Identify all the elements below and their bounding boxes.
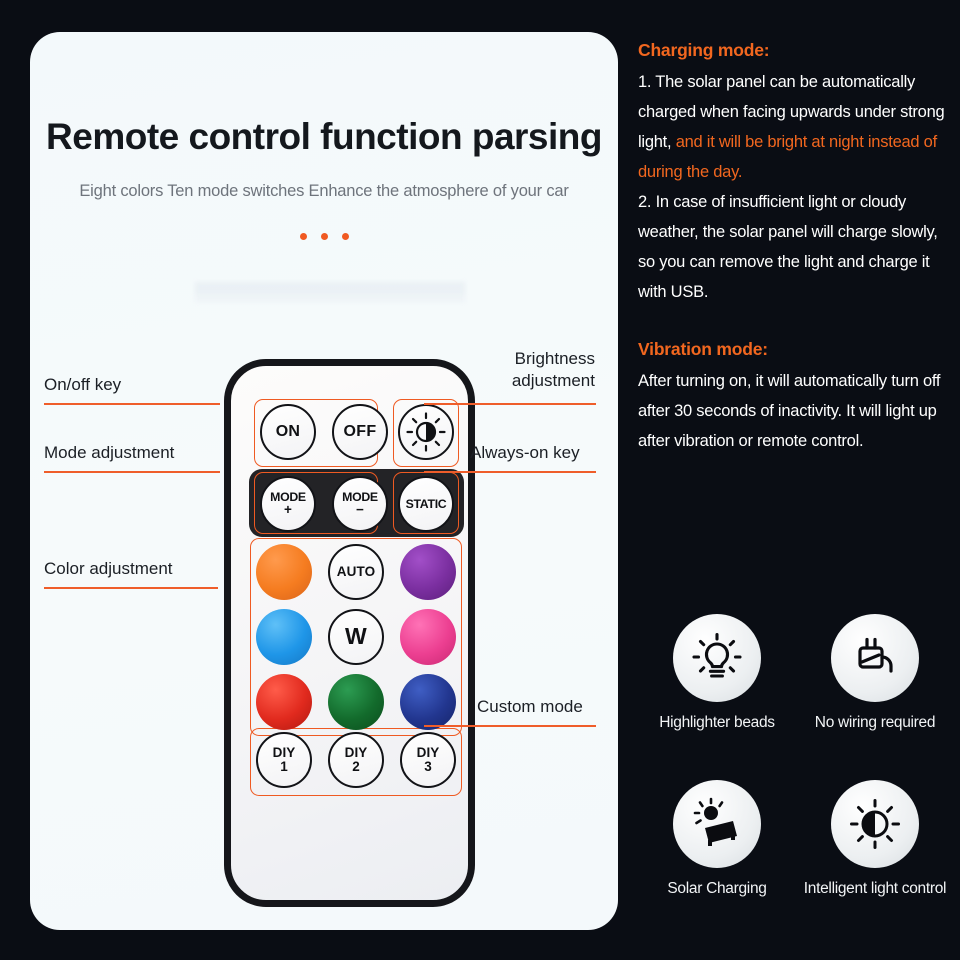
- callout-line-custom-mode: [424, 725, 596, 727]
- callout-label-always-on-key: Always-on key: [470, 443, 580, 462]
- button-diy-3-label: DIY: [416, 745, 440, 761]
- feature-caption: No wiring required: [814, 714, 936, 731]
- group-outline-brightness: [393, 399, 459, 467]
- button-static-label: STATIC: [405, 496, 447, 511]
- callout-label-color-adjustment: Color adjustment: [44, 559, 173, 578]
- button-diy-2-label: DIY: [344, 745, 368, 761]
- button-mode-plus-sign: +: [284, 502, 292, 518]
- vibration-mode-heading: Vibration mode:: [638, 339, 768, 360]
- lightbulb-icon: [692, 632, 742, 678]
- button-color-orange[interactable]: [256, 544, 312, 600]
- button-white[interactable]: W: [328, 609, 384, 665]
- button-diy-3[interactable]: DIY 3: [400, 732, 456, 788]
- button-white-label: W: [344, 623, 367, 650]
- charging-mode-paragraph-1: 1. The solar panel can be automatically …: [638, 67, 950, 187]
- feature-row-1: Highlighter beads No wiring required: [638, 614, 954, 732]
- brightness-sun-icon: [406, 412, 446, 452]
- feature-highlighter-beads: Highlighter beads: [638, 614, 796, 732]
- feature-no-wiring-required: No wiring required: [796, 614, 954, 732]
- button-off[interactable]: OFF: [332, 404, 388, 460]
- charging-p1-orange: and it will be bright at night instead o…: [638, 133, 937, 182]
- button-diy-2[interactable]: DIY 2: [328, 732, 384, 788]
- button-diy-1-label: DIY: [272, 745, 296, 761]
- button-diy-3-number: 3: [424, 759, 432, 774]
- button-color-purple[interactable]: [400, 544, 456, 600]
- faded-text-artifact: [195, 282, 465, 308]
- feature-icon-grid: Highlighter beads No wiring required: [638, 614, 954, 898]
- button-mode-minus-label: MODE: [342, 489, 378, 504]
- button-auto[interactable]: AUTO: [328, 544, 384, 600]
- button-color-pink[interactable]: [400, 609, 456, 665]
- button-diy-1[interactable]: DIY 1: [256, 732, 312, 788]
- button-mode-plus-label: MODE: [270, 489, 306, 504]
- callout-line-mode-adjustment: [44, 471, 220, 473]
- charging-p1-white: 1. The solar panel can be automatically …: [638, 73, 945, 152]
- button-auto-label: AUTO: [336, 564, 376, 580]
- button-color-blue[interactable]: [256, 609, 312, 665]
- feature-row-2: Solar Charging: [638, 780, 954, 898]
- feature-circle: [831, 780, 919, 868]
- button-on-label: ON: [275, 422, 301, 440]
- button-diy-1-number: 1: [280, 759, 288, 774]
- callout-line-brightness-adjustment: [424, 403, 596, 405]
- page-title: Remote control function parsing: [46, 116, 602, 157]
- callout-label-mode-adjustment: Mode adjustment: [44, 443, 175, 462]
- remote-overview-card: Remote control function parsing Eight co…: [30, 32, 618, 930]
- callout-line-on-off-key: [44, 403, 220, 405]
- remote-control-body: ON OFF: [224, 359, 475, 907]
- callout-brightness-line1: Brightness: [514, 349, 595, 368]
- callout-line-color-adjustment: [44, 587, 218, 589]
- charging-mode-paragraph-2: 2. In case of insufficient light or clou…: [638, 193, 938, 302]
- feature-caption: Solar Charging: [667, 880, 767, 897]
- button-color-red[interactable]: [256, 674, 312, 730]
- feature-caption: Intelligent light control: [803, 880, 947, 897]
- unplugged-plug-icon: [858, 637, 893, 673]
- description-panel: Charging mode: 1. The solar panel can be…: [638, 40, 950, 456]
- button-brightness[interactable]: [398, 404, 454, 460]
- button-color-navy[interactable]: [400, 674, 456, 730]
- feature-circle: [673, 614, 761, 702]
- button-static[interactable]: STATIC: [398, 476, 454, 532]
- button-on[interactable]: ON: [260, 404, 316, 460]
- feature-caption: Highlighter beads: [659, 714, 775, 731]
- feature-circle: [831, 614, 919, 702]
- button-diy-2-number: 2: [352, 759, 360, 774]
- charging-mode-heading: Charging mode:: [638, 40, 770, 60]
- feature-solar-charging: Solar Charging: [638, 780, 796, 898]
- callout-label-custom-mode: Custom mode: [477, 697, 583, 716]
- vibration-mode-paragraph: After turning on, it will automatically …: [638, 372, 941, 451]
- callout-brightness-line2: adjustment: [511, 371, 595, 391]
- decorative-dots: [30, 227, 618, 245]
- callout-label-on-off-key: On/off key: [44, 375, 122, 394]
- button-mode-minus-sign: −: [356, 502, 364, 518]
- button-mode-minus[interactable]: MODE −: [332, 476, 388, 532]
- callout-line-always-on-key: [424, 471, 596, 473]
- button-off-label: OFF: [343, 422, 377, 440]
- page-subtitle: Eight colors Ten mode switches Enhance t…: [79, 182, 569, 200]
- feature-circle: [673, 780, 761, 868]
- callout-label-brightness-adjustment: Brightness adjustment: [435, 348, 595, 393]
- button-color-green[interactable]: [328, 674, 384, 730]
- button-mode-plus[interactable]: MODE +: [260, 476, 316, 532]
- feature-intelligent-light-control: Intelligent light control: [796, 780, 954, 898]
- solar-panel-sun-icon: [693, 797, 737, 846]
- half-sun-brightness-icon: [850, 799, 900, 849]
